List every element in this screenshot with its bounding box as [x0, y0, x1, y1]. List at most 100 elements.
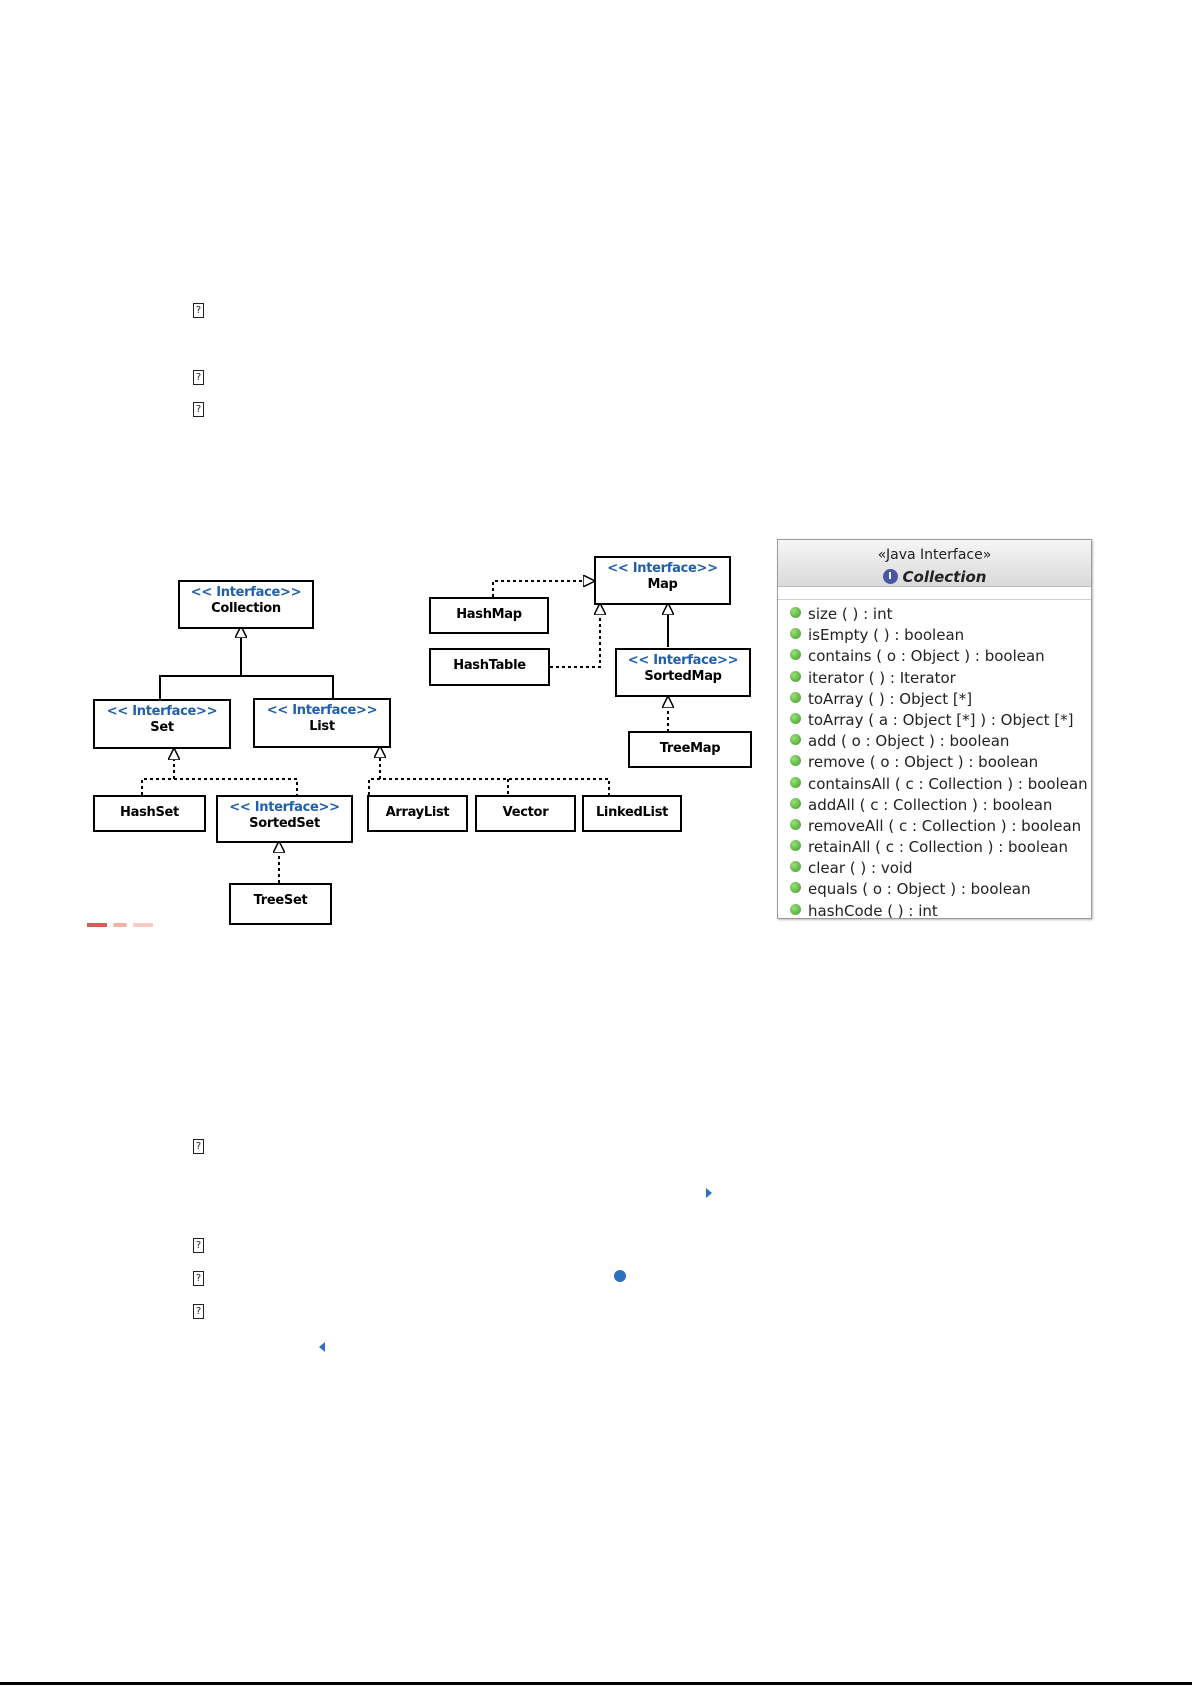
edge-set-to-collection: [159, 675, 334, 699]
interface-name: Set: [150, 720, 174, 735]
public-method-icon: [790, 755, 801, 767]
method-item: containsAll ( c : Collection ) : boolean: [778, 774, 1091, 795]
stereotype-label: << Interface>>: [229, 800, 340, 815]
method-signature: isEmpty ( ) : boolean: [808, 626, 965, 645]
bullet-glyph-3: ?: [193, 402, 204, 417]
interface-icon: I: [882, 569, 898, 584]
method-item: removeAll ( c : Collection ) : boolean: [778, 816, 1091, 837]
method-signature: size ( ) : int: [808, 605, 893, 623]
page-bottom-rule: [0, 1682, 1192, 1685]
interface-set: << Interface>> Set: [93, 699, 231, 749]
interface-name: Map: [647, 577, 678, 592]
class-name: HashMap: [456, 607, 522, 622]
method-item: equals ( o : Object ) : boolean: [778, 879, 1091, 900]
stereotype-label: << Interface>>: [627, 653, 739, 668]
edge-lists-to-list: [368, 778, 610, 795]
method-item: add ( o : Object ) : boolean: [778, 731, 1091, 752]
panel-title: I Collection: [882, 567, 987, 586]
method-signature: toArray ( ) : Object [*]: [808, 689, 973, 708]
bullet-glyph-2: ?: [193, 370, 204, 385]
class-name: ArrayList: [385, 805, 450, 820]
stereotype-label: << Interface>>: [190, 585, 302, 600]
method-item: toArray ( a : Object [*] ) : Object [*]: [778, 710, 1091, 731]
public-method-icon: [790, 607, 801, 618]
method-signature: retainAll ( c : Collection ) : boolean: [808, 838, 1069, 857]
class-name: Vector: [502, 805, 549, 820]
blue-dot-icon: [614, 1270, 626, 1282]
method-signature: clear ( ) : void: [808, 859, 913, 878]
interface-map: << Interface>> Map: [594, 556, 731, 605]
class-name: HashSet: [120, 805, 179, 820]
class-arraylist: ArrayList: [367, 795, 468, 832]
method-signature: removeAll ( c : Collection ) : boolean: [808, 816, 1082, 835]
interface-collection: << Interface>> Collection: [178, 580, 314, 629]
interface-sortedset: << Interface>> SortedSet: [216, 795, 353, 843]
attributes-compartment: [778, 587, 1091, 600]
edge-hashset-to-set: [141, 778, 298, 795]
public-method-icon: [790, 670, 801, 682]
public-method-icon: [790, 818, 801, 830]
arrow-left-icon: [319, 1342, 325, 1352]
public-method-icon: [790, 882, 801, 894]
method-signature: iterator ( ) : Iterator: [808, 668, 956, 687]
method-item: retainAll ( c : Collection ) : boolean: [778, 837, 1091, 858]
class-name: TreeMap: [659, 741, 721, 756]
public-method-icon: [790, 628, 801, 640]
class-vector: Vector: [475, 795, 576, 832]
panel-stereotype: «Java Interface»: [877, 547, 992, 563]
edge-hashtable-to-map: [550, 604, 600, 668]
method-item: contains ( o : Object ) : boolean: [778, 646, 1091, 667]
class-hashmap: HashMap: [429, 597, 549, 634]
class-name: TreeSet: [253, 893, 308, 908]
interface-list: << Interface>> List: [253, 698, 391, 748]
method-item: remove ( o : Object ) : boolean: [778, 752, 1091, 773]
method-list: size ( ) : int isEmpty ( ) : boolean con…: [778, 600, 1091, 922]
class-linkedlist: LinkedList: [582, 795, 682, 832]
bullet-glyph-6: ?: [193, 1271, 204, 1286]
method-item: addAll ( c : Collection ) : boolean: [778, 795, 1091, 816]
stereotype-label: << Interface>>: [607, 561, 718, 576]
method-signature: addAll ( c : Collection ) : boolean: [808, 795, 1053, 814]
image-crop-artifact: [87, 923, 153, 927]
bullet-glyph-4: ?: [193, 1139, 204, 1154]
java-interface-panel: «Java Interface» I Collection size ( ) :…: [777, 539, 1092, 922]
stereotype-label: << Interface>>: [266, 703, 378, 718]
public-method-icon: [790, 903, 801, 915]
public-method-icon: [790, 734, 801, 746]
method-item: toArray ( ) : Object [*]: [778, 689, 1091, 710]
class-name: LinkedList: [595, 805, 669, 820]
class-treemap: TreeMap: [628, 731, 752, 768]
interface-name: SortedSet: [249, 816, 320, 831]
public-method-icon: [790, 712, 801, 724]
method-item: isEmpty ( ) : boolean: [778, 625, 1091, 646]
bullet-glyph-5: ?: [193, 1238, 204, 1253]
interface-name: List: [309, 719, 335, 734]
public-method-icon: [790, 691, 801, 703]
public-method-icon: [790, 797, 801, 809]
public-method-icon: [790, 649, 801, 661]
interface-name: SortedMap: [644, 669, 722, 684]
public-method-icon: [790, 776, 801, 788]
method-item: size ( ) : int: [778, 604, 1091, 625]
panel-title-text: Collection: [902, 567, 987, 586]
method-item: clear ( ) : void: [778, 858, 1091, 879]
class-hashtable: HashTable: [429, 648, 550, 686]
class-hashset: HashSet: [93, 795, 206, 832]
interface-name: Collection: [211, 601, 281, 616]
stereotype-label: << Interface>>: [106, 704, 218, 719]
method-signature: hashCode ( ) : int: [808, 901, 938, 920]
method-item: iterator ( ) : Iterator: [778, 668, 1091, 689]
method-signature: contains ( o : Object ) : boolean: [808, 647, 1045, 666]
method-item: hashCode ( ) : int: [778, 901, 1091, 922]
class-treeset: TreeSet: [229, 883, 332, 925]
public-method-icon: [790, 840, 801, 852]
bullet-glyph-7: ?: [193, 1304, 204, 1319]
panel-header: «Java Interface» I Collection: [778, 540, 1091, 587]
class-hierarchy-connectors: [141, 0, 1192, 883]
arrow-right-icon: [706, 1188, 712, 1198]
method-signature: equals ( o : Object ) : boolean: [808, 880, 1031, 899]
bullet-glyph-1: ?: [193, 303, 204, 318]
public-method-icon: [790, 861, 801, 873]
method-signature: toArray ( a : Object [*] ) : Object [*]: [808, 710, 1074, 729]
method-signature: remove ( o : Object ) : boolean: [808, 753, 1039, 772]
